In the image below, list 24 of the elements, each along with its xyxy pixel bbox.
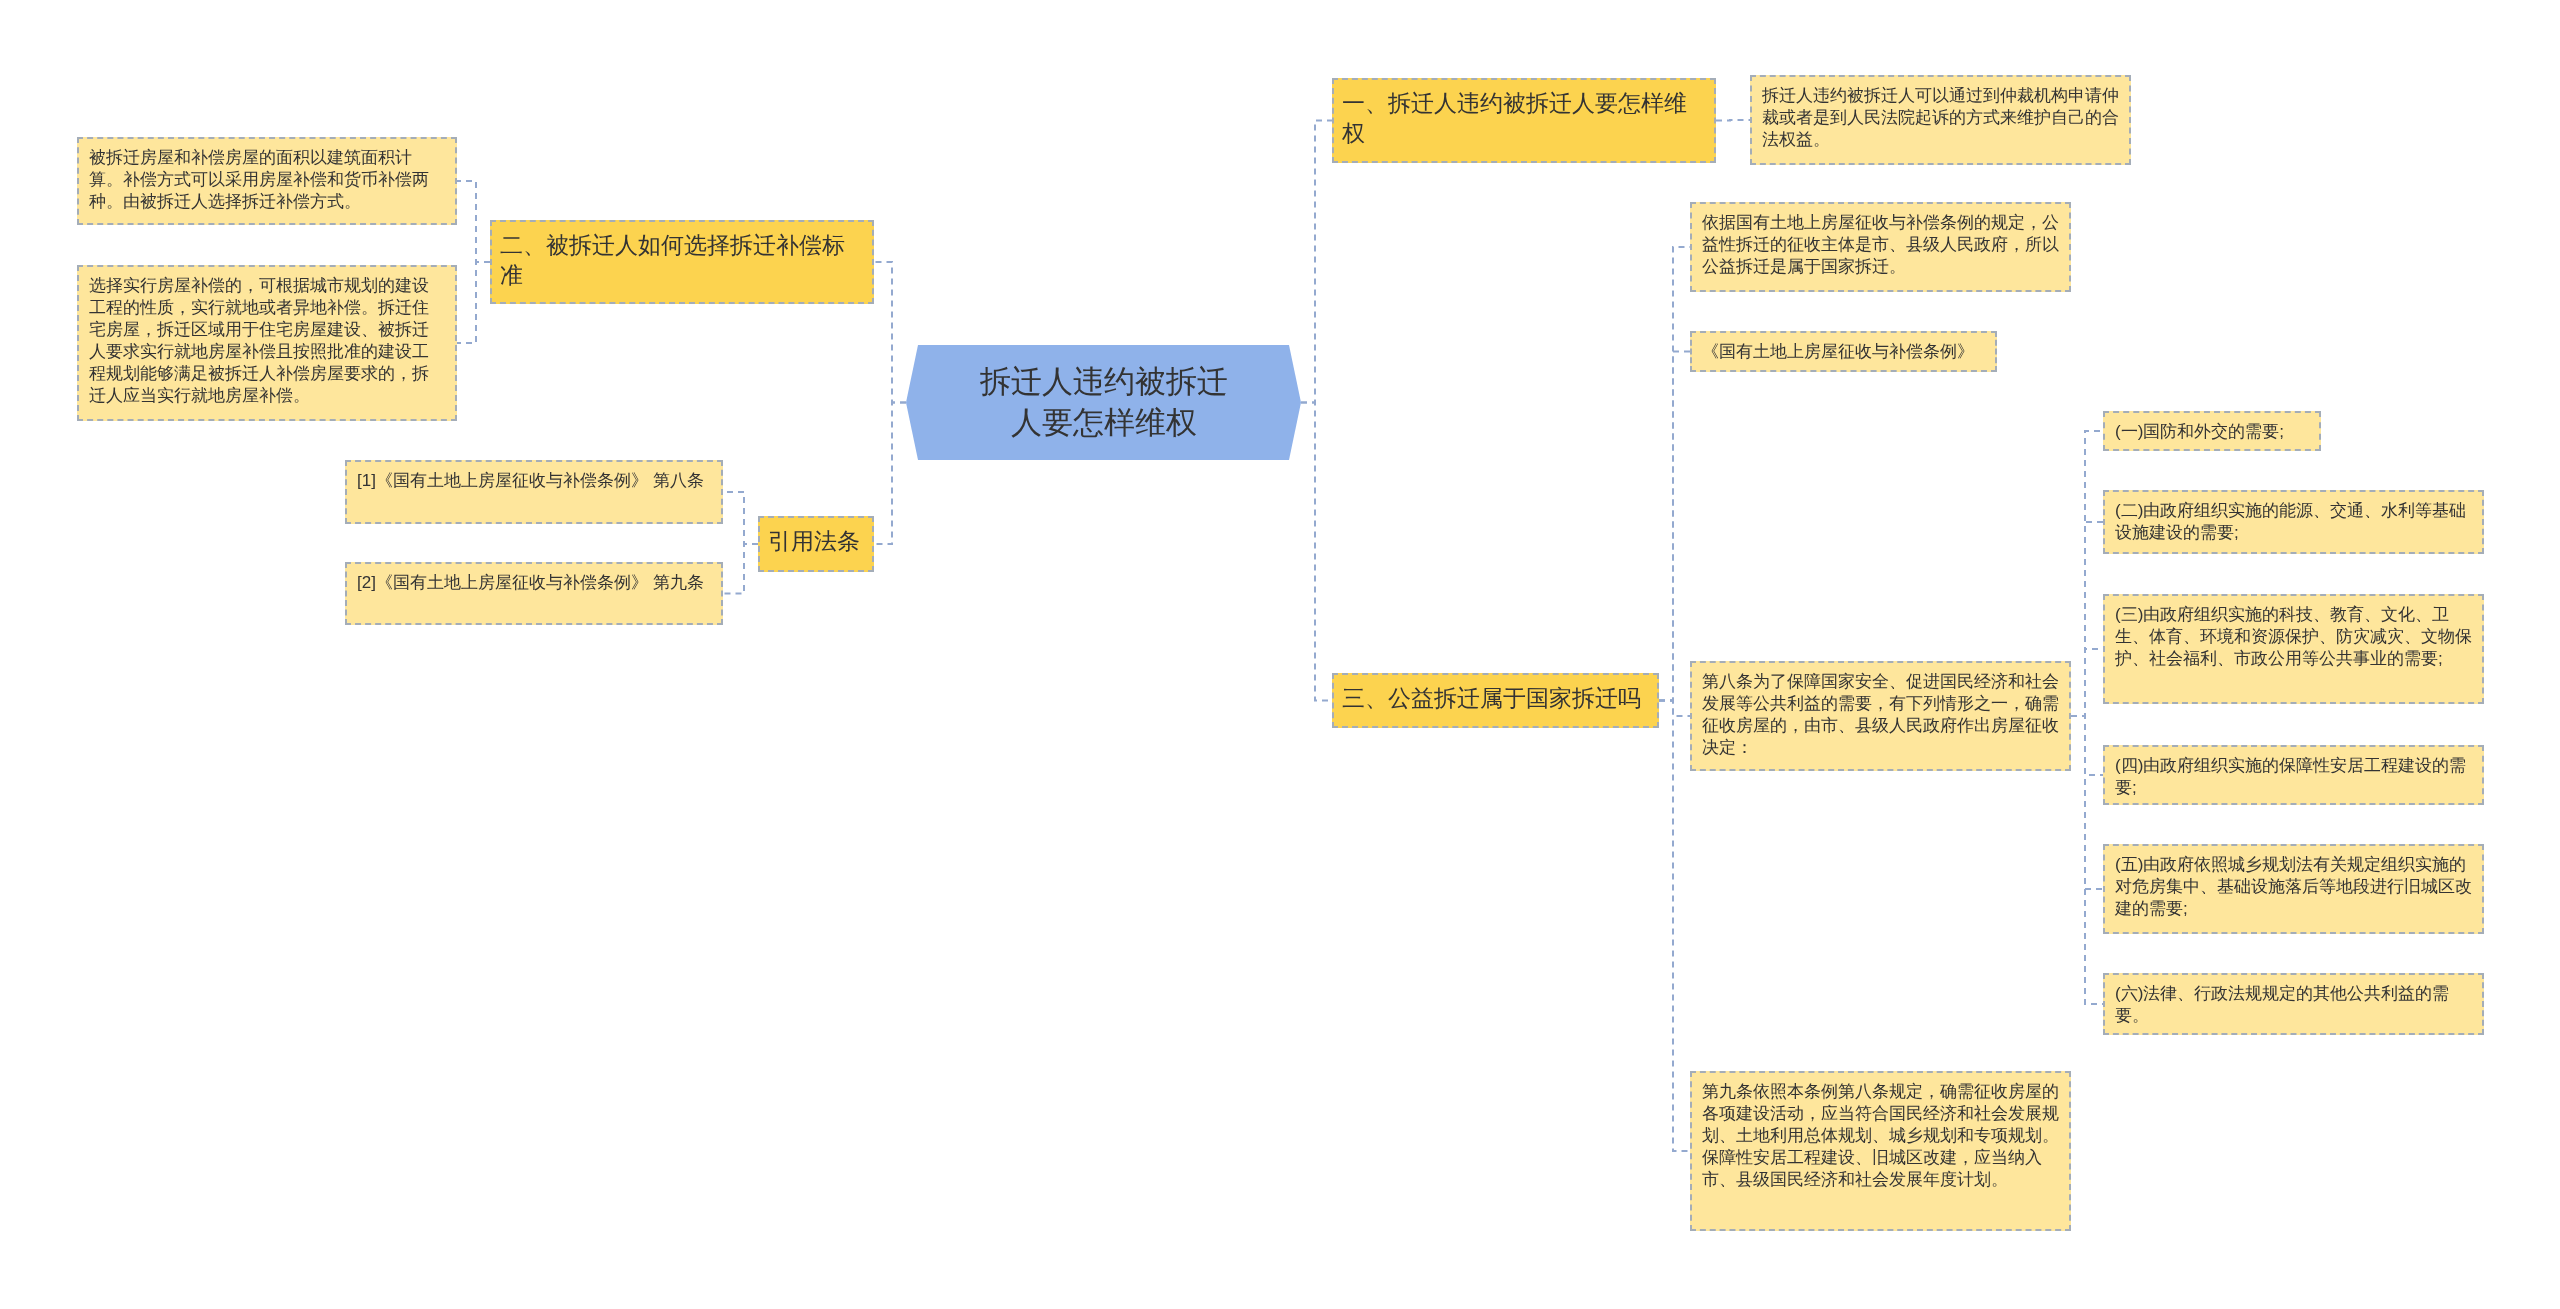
note-box: 第九条依照本条例第八条规定，确需征收房屋的各项建设活动，应当符合国民经济和社会发展规划、土地利用总体规划、城乡规划和专项规划。保障性安居工程建设、旧城区改建，应当纳入市、县级国民经济和社会发展年度计划。 (1690, 1071, 2071, 1231)
note-box: 《国有土地上房屋征收与补偿条例》 (1690, 331, 1997, 372)
topic-box: 二、被拆迁人如何选择拆迁补偿标准 (490, 220, 874, 304)
note-box: (四)由政府组织实施的保障性安居工程建设的需要; (2103, 745, 2484, 805)
topic-box: 一、拆迁人违约被拆迁人要怎样维权 (1332, 78, 1716, 163)
note-box: (三)由政府组织实施的科技、教育、文化、卫生、体育、环境和资源保护、防灾减灾、文物保护、社会福利、市政公用等公共事业的需要; (2103, 594, 2484, 704)
central-topic: 拆迁人违约被拆迁人要怎样维权 (906, 345, 1301, 460)
connector-line (456, 261, 491, 344)
note-box: [1]《国有土地上房屋征收与补偿条例》 第八条 (345, 460, 723, 524)
note-box: (五)由政府依照城乡规划法有关规定组织实施的对危房集中、基础设施落后等地段进行旧城区改建的需要; (2103, 844, 2484, 934)
topic-box: 引用法条 (758, 516, 874, 572)
note-box: [2]《国有土地上房屋征收与补偿条例》 第九条 (345, 562, 723, 625)
note-box: (一)国防和外交的需要; (2103, 411, 2321, 451)
note-box: 选择实行房屋补偿的，可根据城市规划的建设工程的性质，实行就地或者异地补偿。拆迁住宅房屋，拆迁区域用于住宅房屋建设、被拆迁人要求实行就地房屋补偿且按照批准的建设工程规划能够满足被拆迁人补偿房屋要求的，拆迁人应当实行就地房屋补偿。 (77, 265, 457, 421)
connector-line (1715, 119, 1751, 122)
connector-line (1658, 699, 1691, 1152)
note-box: 拆迁人违约被拆迁人可以通过到仲裁机构申请仲裁或者是到人民法院起诉的方式来维护自己的合法权益。 (1750, 75, 2131, 165)
note-box: 第八条为了保障国家安全、促进国民经济和社会发展等公共利益的需要，有下列情形之一，确需征收房屋的，由市、县级人民政府作出房屋征收决定： (1690, 661, 2071, 771)
connector-line (722, 543, 759, 595)
note-box: 被拆迁房屋和补偿房屋的面积以建筑面积计算。补偿方式可以采用房屋补偿和货币补偿两种。由被拆迁人选择拆迁补偿方式。 (77, 137, 457, 225)
note-box: 依据国有土地上房屋征收与补偿条例的规定，公益性拆迁的征收主体是市、县级人民政府，所以公益拆迁是属于国家拆迁。 (1690, 202, 2071, 292)
topic-box: 三、公益拆迁属于国家拆迁吗 (1332, 673, 1659, 728)
note-box: (二)由政府组织实施的能源、交通、水利等基础设施建设的需要; (2103, 490, 2484, 554)
note-box: (六)法律、行政法规规定的其他公共利益的需要。 (2103, 973, 2484, 1035)
